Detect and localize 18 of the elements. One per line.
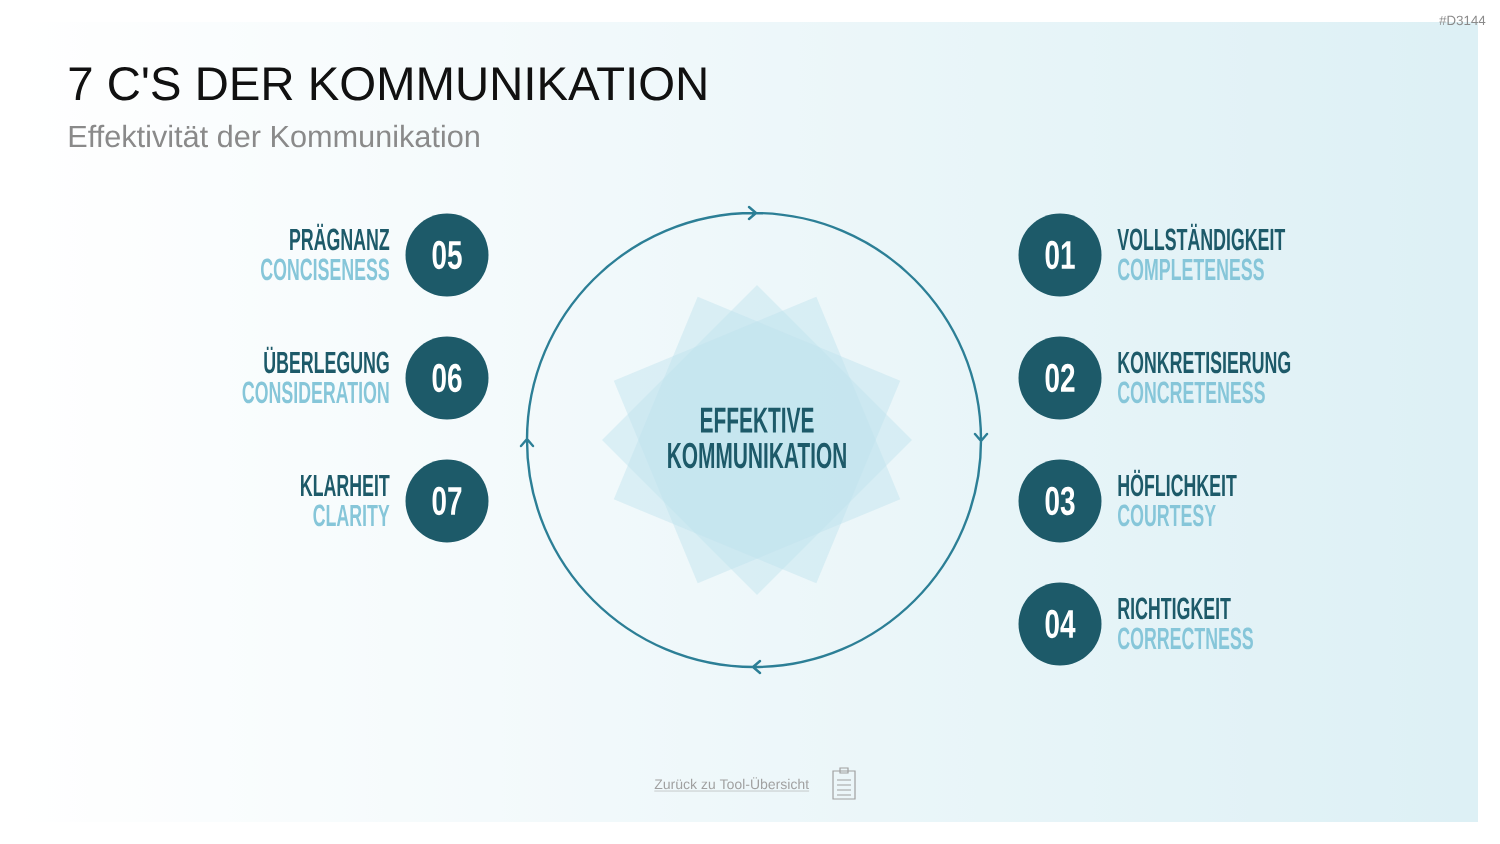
item-heading: RICHTIGKEIT bbox=[1118, 597, 1231, 620]
code-label: #D3144 bbox=[1439, 15, 1486, 26]
item-subheading: CONSIDERATION bbox=[242, 381, 389, 404]
item-heading: ÜBERLEGUNG bbox=[264, 346, 389, 374]
item-subheading: CLARITY bbox=[313, 504, 390, 527]
back-link: Zurück zu Tool-Übersicht bbox=[654, 777, 810, 792]
item-subheading: CONCRETENESS bbox=[1118, 381, 1265, 404]
item-heading: HÖFLICHKEIT bbox=[1118, 469, 1237, 497]
item-heading: KLARHEIT bbox=[301, 474, 390, 496]
item-subheading: COURTESY bbox=[1118, 504, 1216, 527]
item-subheading: CONCISENESS bbox=[261, 258, 390, 281]
item-subheading: COMPLETENESS bbox=[1118, 258, 1264, 281]
subtitle: Effektivität der Kommunikation bbox=[69, 124, 479, 148]
item-heading: PRÄGNANZ bbox=[290, 223, 390, 251]
title: 7 C'S DER KOMMUNIKATION bbox=[69, 66, 706, 101]
item-heading: KONKRETISIERUNG bbox=[1118, 351, 1291, 374]
item-heading: VOLLSTÄNDIGKEIT bbox=[1117, 223, 1286, 251]
item-subheading: CORRECTNESS bbox=[1118, 627, 1253, 650]
